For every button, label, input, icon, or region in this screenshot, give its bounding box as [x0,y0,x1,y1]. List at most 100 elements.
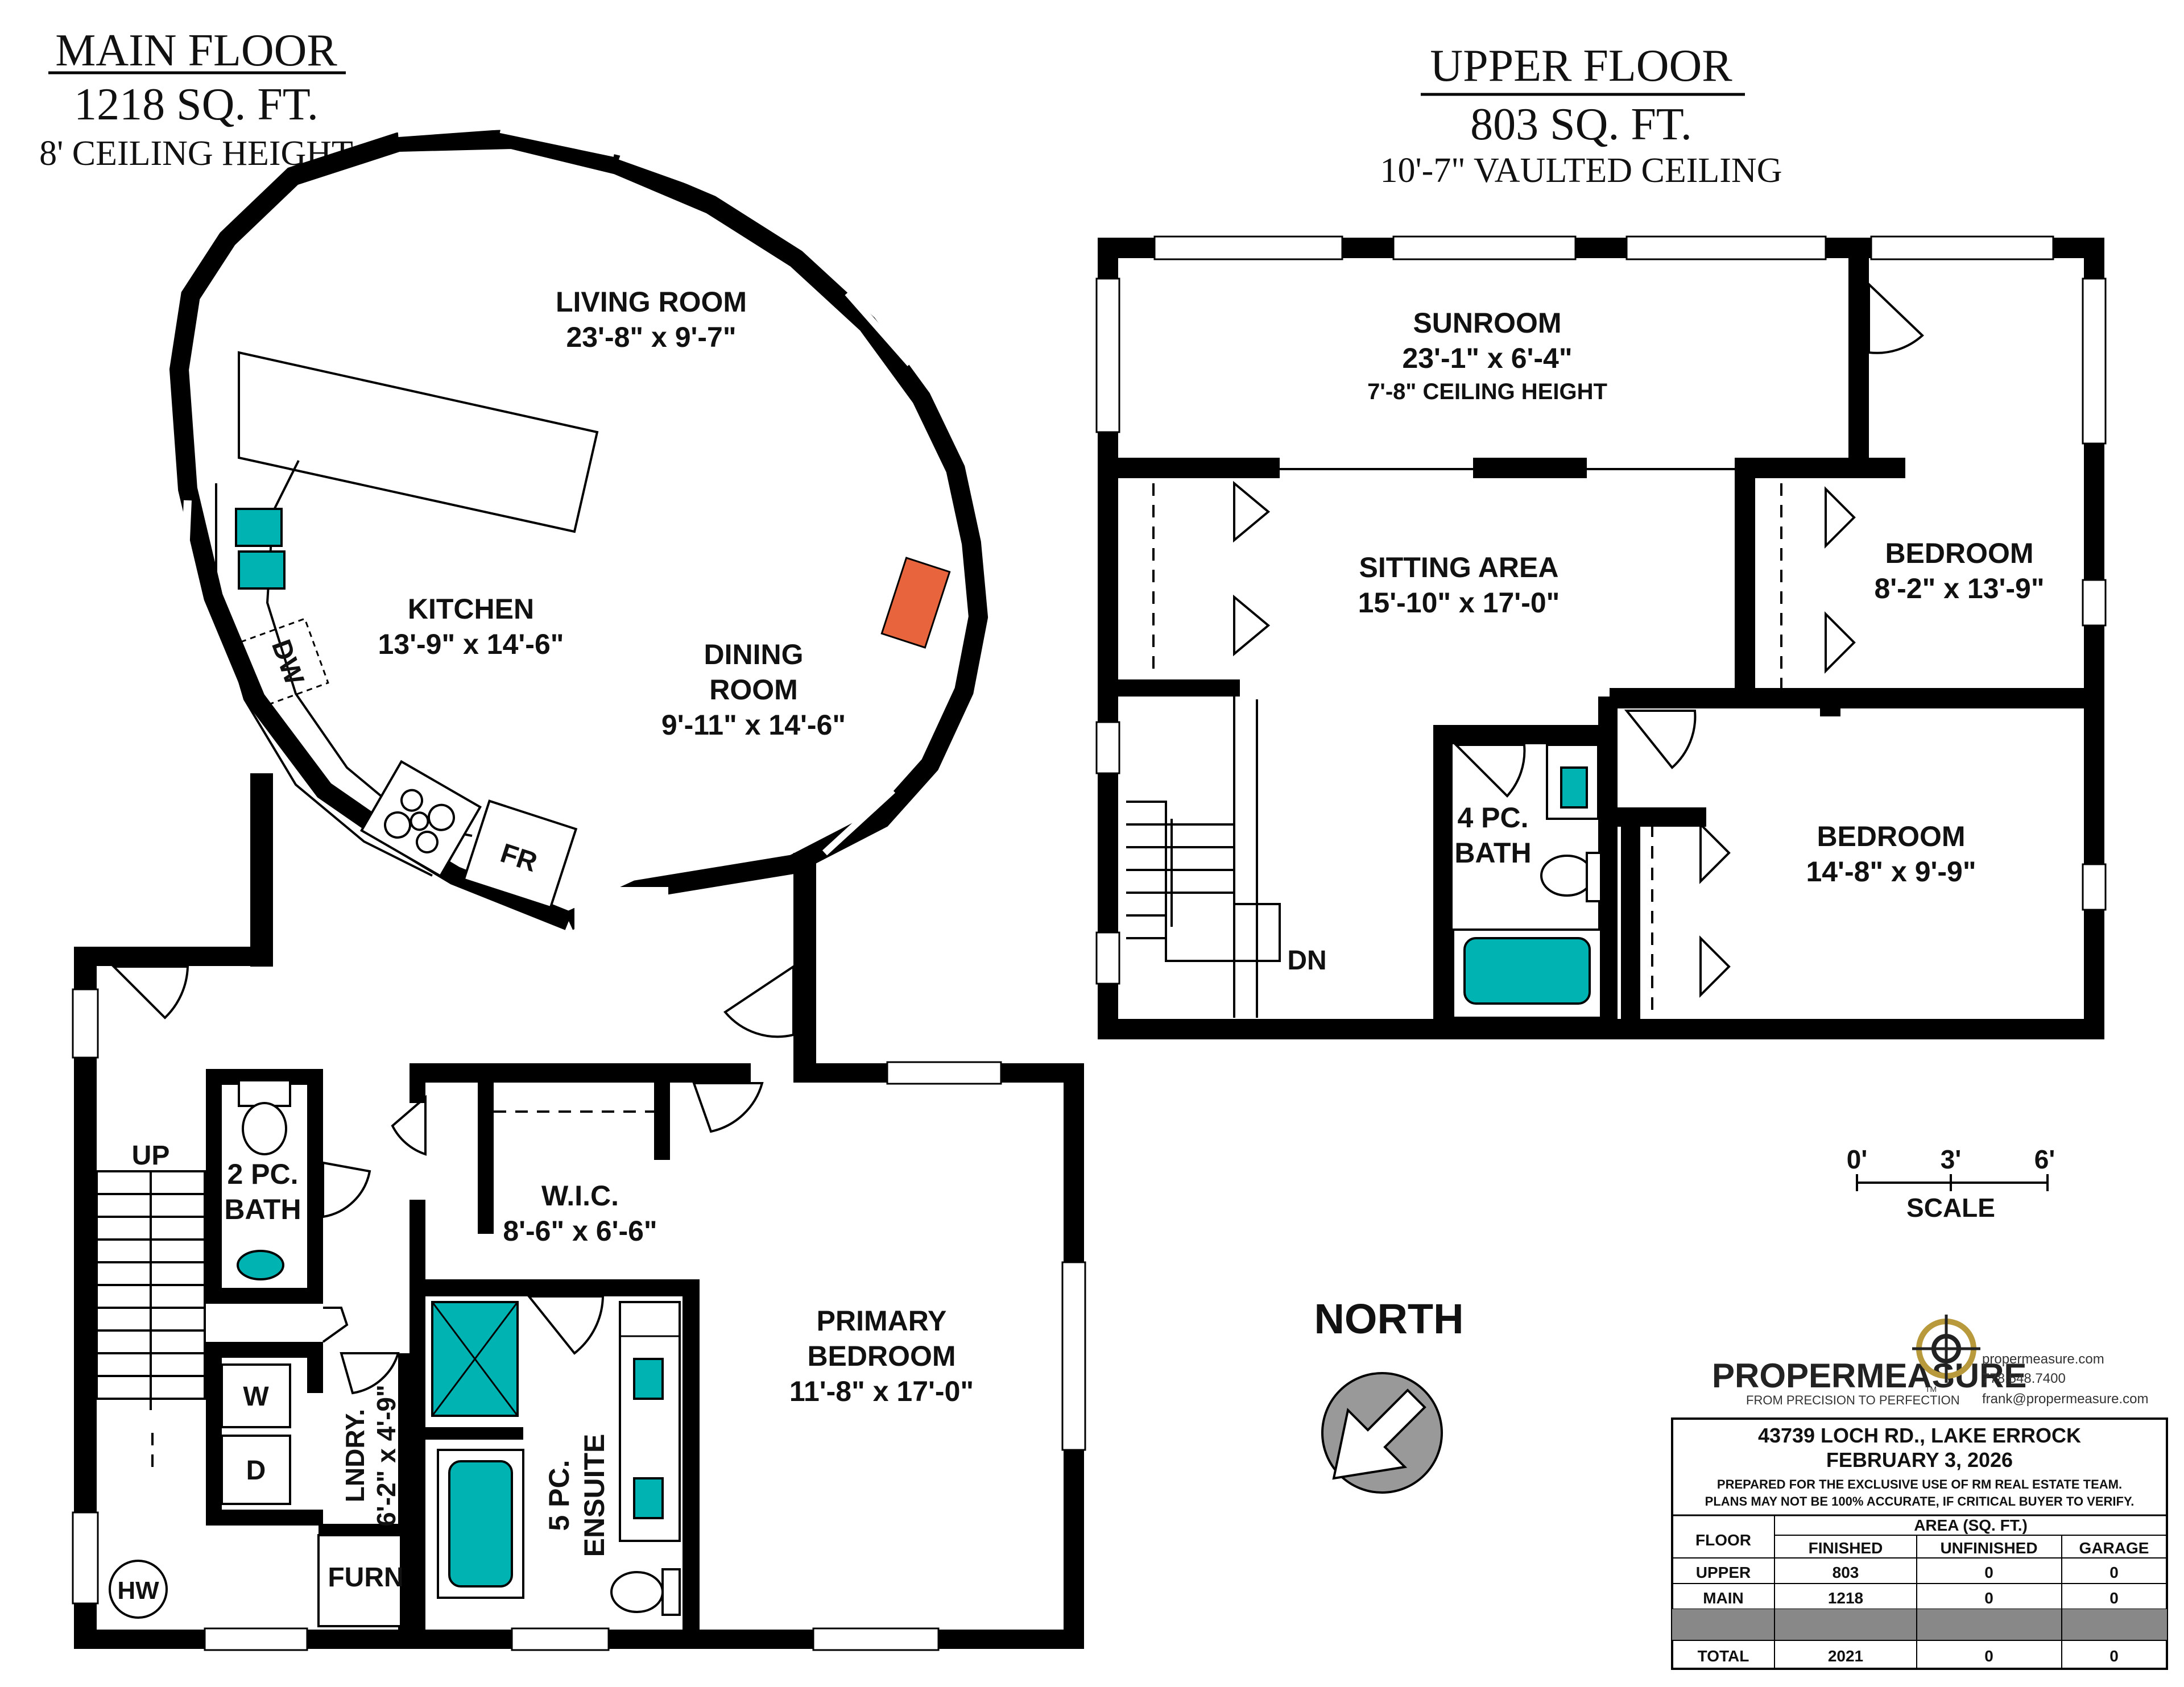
living-room-name: LIVING ROOM [556,286,747,318]
row-main-unfinished: 0 [1984,1589,1993,1607]
row-total-finished: 2021 [1828,1647,1863,1665]
north-label: NORTH [1314,1295,1463,1342]
brand-logo-text: PROPERMEASURE [1712,1357,2026,1395]
brand-email: frank@propermeasure.com [1982,1391,2148,1407]
brand-block: PROPERMEASURE FROM PRECISION TO PERFECTI… [1712,1315,2148,1407]
primary-bedroom-name-2: BEDROOM [807,1340,956,1372]
ensuite-name-1: 5 PC. [543,1460,575,1531]
four-pc-bath-name-1: 4 PC. [1457,802,1528,834]
accuracy-note: PLANS MAY NOT BE 100% ACCURATE, IF CRITI… [1705,1494,2135,1508]
brand-tm: TM [1925,1385,1937,1394]
row-upper-garage: 0 [2109,1564,2119,1581]
sitting-area-dims: 15'-10" x 17'-0" [1358,587,1560,619]
hw-label: HW [117,1577,159,1605]
four-pc-bath-name-2: BATH [1454,837,1531,869]
main-floor-plan: DW FR [72,123,1086,1651]
row-upper-floor: UPPER [1696,1564,1751,1581]
row-main-floor: MAIN [1703,1589,1744,1607]
scale-tick-6: 6' [2034,1145,2055,1174]
primary-bedroom-name-1: PRIMARY [817,1305,947,1337]
dn-label: DN [1287,946,1326,976]
kitchen-sink-left [235,508,283,547]
dining-room-dims: 9'-11" x 14'-6" [661,709,846,741]
upper-floor-title-block: UPPER FLOOR 803 SQ. FT. 10'-7" VAULTED C… [1380,41,1782,190]
bedroom-1-name: BEDROOM [1885,537,2033,569]
living-room-dims: 23'-8" x 9'-7" [566,321,736,353]
row-upper-unfinished: 0 [1984,1564,1993,1581]
dining-room-name-1: DINING [704,639,804,670]
scale-tick-0: 0' [1847,1145,1868,1174]
laundry-name: LNDRY. [340,1409,370,1502]
two-pc-bath-name-2: BATH [224,1193,301,1225]
brand-phone: 778.548.7400 [1982,1371,2066,1386]
two-pc-bath-name-1: 2 PC. [227,1158,298,1190]
upper-floor-plan [1095,235,2107,1039]
brand-tagline: FROM PRECISION TO PERFECTION [1746,1393,1960,1407]
prepared-note: PREPARED FOR THE EXCLUSIVE USE OF RM REA… [1717,1477,2122,1491]
scale-label: SCALE [1906,1193,1995,1222]
dryer [221,1435,291,1505]
fridge: FR [462,799,578,909]
sunroom-name: SUNROOM [1413,307,1561,339]
upper-stairs [1126,697,1281,1018]
main-floor-title: MAIN FLOOR [55,26,337,76]
bedroom-2-name: BEDROOM [1817,820,1965,852]
upper-tub [1463,937,1591,1005]
date: FEBRUARY 3, 2026 [1826,1448,2013,1472]
main-floor-title-block: MAIN FLOOR 1218 SQ. FT. 8' CEILING HEIGH… [39,26,353,173]
sunroom-note: 7'-8" CEILING HEIGHT [1367,379,1607,404]
primary-bedroom-dims: 11'-8" x 17'-0" [789,1375,974,1407]
ensuite-tub [448,1460,513,1587]
north-indicator: NORTH [1314,1295,1464,1494]
upper-floor-room-labels: SUNROOM 23'-1" x 6'-4" 7'-8" CEILING HEI… [1287,307,2044,976]
row-main-finished: 1218 [1828,1589,1863,1607]
title-block: 43739 LOCH RD., LAKE ERROCK FEBRUARY 3, … [1671,1417,2168,1670]
brand-website: propermeasure.com [1982,1352,2104,1367]
d-label: D [246,1456,266,1486]
row-upper-finished: 803 [1833,1564,1859,1581]
main-stairs [96,1170,206,1410]
kitchen-peninsula [238,351,599,533]
w-label: W [243,1382,269,1412]
hot-water-tank [109,1560,168,1619]
dining-room-name-2: ROOM [709,674,798,706]
upper-floor-ceiling: 10'-7" VAULTED CEILING [1380,151,1782,190]
bedroom-1-dims: 8'-2" x 13'-9" [1874,573,2044,604]
furn-label: FURN [328,1562,403,1593]
sitting-area-name: SITTING AREA [1359,552,1559,583]
row-total-unfinished: 0 [1984,1647,1993,1665]
upper-floor-title: UPPER FLOOR [1430,41,1732,91]
col-finished: FINISHED [1809,1539,1883,1557]
target-crosshair-icon [1912,1315,1980,1383]
round-room-walls [169,129,988,930]
row-main-garage: 0 [2109,1589,2119,1607]
furnace [317,1534,402,1627]
bedroom-2-dims: 14'-8" x 9'-9" [1806,856,1976,888]
stove [359,760,482,878]
round-room-windows [179,123,913,856]
scale-tick-3: 3' [1941,1145,1962,1174]
kitchen-dims: 13'-9" x 14'-6" [378,628,564,660]
north-arrow-icon [1321,1372,1443,1494]
col-unfinished: UNFINISHED [1940,1539,2037,1557]
wic-name: W.I.C. [541,1180,619,1212]
address: 43739 LOCH RD., LAKE ERROCK [1758,1424,2081,1447]
wic-dims: 8'-6" x 6'-6" [503,1215,657,1247]
ensuite-name-2: ENSUITE [578,1434,610,1557]
fireplace [880,557,951,649]
row-total-floor: TOTAL [1698,1647,1749,1665]
main-floor-room-labels: LIVING ROOM 23'-8" x 9'-7" KITCHEN 13'-9… [117,286,974,1605]
up-label: UP [132,1141,170,1171]
dw-label: DW [266,636,309,689]
main-floor-area: 1218 SQ. FT. [74,80,318,130]
sunroom-dims: 23'-1" x 6'-4" [1402,342,1572,374]
row-total-garage: 0 [2109,1647,2119,1665]
scale-bar: 0' 3' 6' SCALE [1847,1145,2055,1222]
col-garage: GARAGE [2079,1539,2149,1557]
upper-floor-area: 803 SQ. FT. [1470,100,1692,150]
laundry-dims: 6'-2" x 4'-9" [371,1385,401,1527]
area-header: AREA (SQ. FT.) [1914,1516,2028,1534]
washer [221,1363,291,1428]
floor-header: FLOOR [1695,1531,1751,1549]
